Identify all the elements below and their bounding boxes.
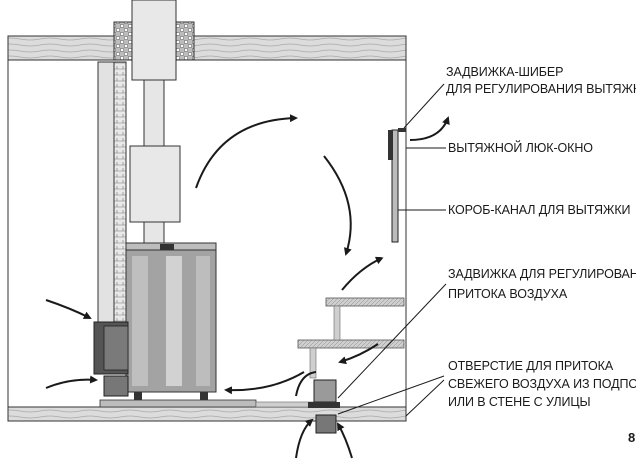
airflow-arrow-down-right: [323, 155, 352, 256]
intake-damper-plate: [308, 402, 340, 408]
stove-foot-left: [134, 392, 142, 400]
airflow-arrow-subfloor-right: [337, 422, 353, 459]
airflow-arrow-inlet-upper: [45, 299, 92, 319]
stove-panel-3: [196, 256, 210, 386]
ashpan-tunnel: [103, 375, 129, 397]
label-exhaust-hatch: ВЫТЯЖНОЙ ЛЮК-ОКНО: [448, 140, 593, 155]
bench-post-1: [333, 305, 341, 341]
firebox-door-frame: [103, 325, 129, 371]
page-number: 8: [628, 430, 635, 445]
chimney-pipe-top: [131, 0, 177, 81]
heat-exchanger: [129, 145, 181, 223]
intake-damper-box: [313, 379, 337, 403]
exhaust-duct: [391, 129, 399, 243]
airflow-arrow-inlet-lower: [45, 375, 98, 389]
airflow-arrow-floor-to-stove: [224, 371, 305, 395]
label-exhaust-duct: КОРОБ-КАНАЛ ДЛЯ ВЫТЯЖКИ: [448, 203, 630, 217]
bench-post-2: [309, 347, 317, 379]
airflow-arrow-intake-up: [295, 371, 317, 397]
floor-board: [7, 406, 407, 422]
label-intake-damper-line1: ЗАДВИЖКА ДЛЯ РЕГУЛИРОВАНИЯ: [448, 267, 636, 281]
label-intake-damper-line2: ПРИТОКА ВОЗДУХА: [448, 287, 568, 301]
leader-damper: [403, 83, 445, 129]
airflow-arrow-subfloor-left: [295, 418, 314, 459]
airflow-arrow-to-duct: [341, 256, 384, 291]
exhaust-hatch: [388, 130, 393, 160]
brick-insulation: [113, 61, 127, 325]
leader-intake-damper: [337, 283, 447, 399]
ceiling-board: [7, 35, 407, 61]
stove-foot-right: [200, 392, 208, 400]
label-damper-line2: ДЛЯ РЕГУЛИРОВАНИЯ ВЫТЯЖКИ: [446, 82, 636, 96]
leader-opening-1: [337, 375, 445, 415]
protective-screen: [97, 61, 115, 325]
airflow-arrow-duct-exit: [409, 116, 450, 141]
airflow-arrow-stove-rise: [195, 114, 298, 189]
chimney-pipe: [143, 79, 165, 147]
stove-panel-2: [166, 256, 182, 386]
stove-base-plate: [99, 399, 257, 408]
intake-opening: [315, 414, 337, 434]
bench-lower: [297, 339, 405, 349]
pipe-to-stove: [143, 221, 165, 245]
exhaust-damper: [398, 128, 406, 132]
stove-panel-1: [132, 256, 148, 386]
airflow-arrow-bench: [338, 343, 379, 365]
bench-upper: [325, 297, 405, 307]
stove-badge: [160, 244, 174, 250]
label-damper-line1: ЗАДВИЖКА-ШИБЕР: [446, 65, 563, 79]
label-intake-opening-line3: ИЛИ В СТЕНЕ С УЛИЦЫ: [448, 395, 591, 409]
leader-opening-2: [405, 379, 445, 417]
floor-strip: [255, 401, 315, 408]
label-intake-opening-line1: ОТВЕРСТИЕ ДЛЯ ПРИТОКА: [448, 359, 614, 373]
label-intake-opening-line2: СВЕЖЕГО ВОЗДУХА ИЗ ПОДПОЛЬЯ: [448, 377, 636, 391]
